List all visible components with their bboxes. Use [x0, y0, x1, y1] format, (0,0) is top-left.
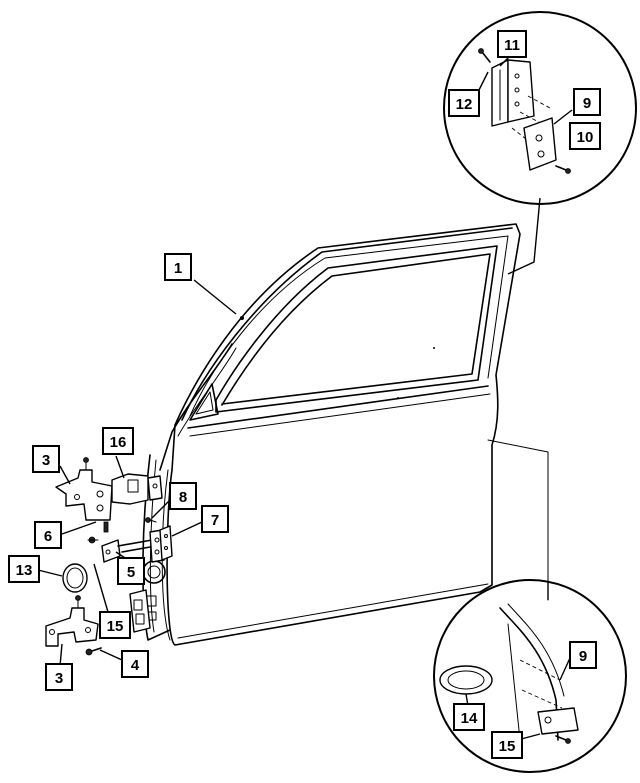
- callout-label: 15: [499, 738, 516, 755]
- callout-3-lower: 3: [45, 663, 73, 691]
- callout-15-bottom-inset: 15: [491, 731, 523, 759]
- callout-3-upper: 3: [32, 445, 60, 473]
- callout-leaders: [37, 55, 573, 743]
- callout-label: 5: [127, 564, 135, 581]
- callout-11: 11: [497, 30, 527, 58]
- callout-13: 13: [8, 555, 40, 583]
- callout-10: 10: [569, 122, 601, 150]
- callout-label: 10: [577, 129, 594, 146]
- bottom-detail-inset: [433, 579, 627, 773]
- callout-label: 4: [131, 657, 140, 674]
- callout-label: 1: [174, 260, 182, 277]
- upper-door-hinge: [55, 457, 113, 521]
- door-check-strap: [87, 521, 109, 544]
- callout-label: 6: [44, 528, 52, 545]
- callout-label: 7: [211, 512, 219, 529]
- front-door-shell: [159, 223, 549, 646]
- callout-label: 9: [579, 648, 587, 665]
- callout-7: 7: [201, 505, 229, 533]
- callout-8: 8: [169, 482, 197, 510]
- top-detail-inset: [443, 11, 637, 205]
- callout-4: 4: [121, 650, 149, 678]
- callout-12: 12: [448, 89, 480, 117]
- callout-9-bottom: 9: [569, 641, 597, 669]
- check-bracket: [159, 525, 173, 561]
- callout-9-top: 9: [573, 88, 601, 116]
- hinge-bolt: [85, 647, 102, 656]
- callout-15-left: 15: [99, 611, 131, 639]
- callout-label: 8: [179, 489, 187, 506]
- upper-hinge-door-half: [111, 473, 163, 505]
- callout-5: 5: [117, 557, 145, 585]
- callout-label: 3: [42, 452, 50, 469]
- callout-label: 15: [107, 618, 124, 635]
- callout-label: 12: [456, 96, 473, 113]
- callout-label: 16: [110, 434, 127, 451]
- callout-label: 13: [16, 562, 33, 579]
- lower-door-hinge: [45, 595, 99, 647]
- door-check-link: [101, 517, 165, 563]
- leader-top-inset: [507, 197, 541, 275]
- access-hole-plug: [62, 563, 88, 593]
- callout-14: 14: [453, 703, 485, 731]
- callout-6: 6: [34, 521, 62, 549]
- lower-hinge-door-half: [129, 589, 151, 633]
- callout-label: 14: [461, 710, 478, 727]
- callout-label: 9: [583, 95, 591, 112]
- callout-label: 3: [55, 670, 63, 687]
- callout-label: 11: [504, 37, 520, 54]
- callout-1: 1: [164, 253, 192, 281]
- callout-16: 16: [102, 427, 134, 455]
